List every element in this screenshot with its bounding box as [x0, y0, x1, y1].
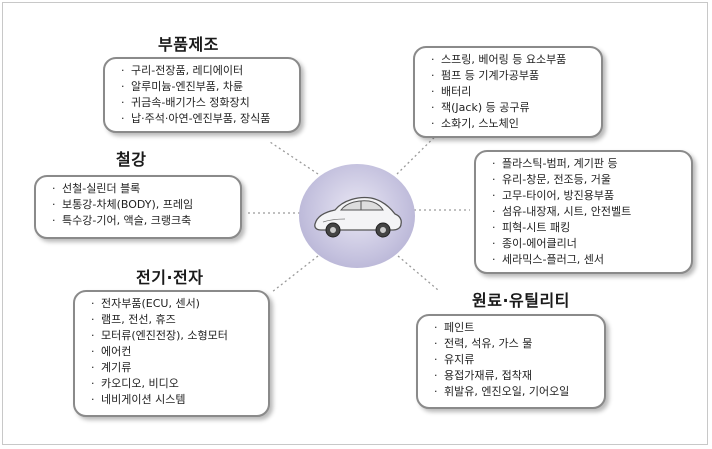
- list-item: ·모터류(엔진전장), 소형모터: [91, 329, 228, 342]
- car-icon: [314, 196, 402, 238]
- group-box-steel: ·선철-실린더 블록 ·보통강-차체(BODY), 프레임 ·특수강-기어, 액…: [34, 175, 242, 239]
- group-title-electrical-electronics: 전기·전자: [136, 268, 204, 287]
- list-item: ·휘발유, 엔진오일, 기어오일: [434, 385, 570, 398]
- group-box-electrical-electronics: ·전자부품(ECU, 센서) ·램프, 전선, 휴즈 ·모터류(엔진전장), 소…: [73, 290, 270, 417]
- list-item: ·용접가재류, 접착재: [434, 369, 532, 382]
- list-item: ·펌프 등 기계가공부품: [431, 69, 540, 82]
- group-title-steel: 철강: [116, 150, 147, 169]
- connector-parts-manufacturing: [269, 141, 319, 175]
- list-item: ·배터리: [431, 85, 472, 98]
- list-item: ·납·주석·아연-엔진부품, 장식품: [121, 112, 271, 125]
- hub-circle: [299, 164, 415, 268]
- list-item: ·종이-에어클리너: [492, 237, 577, 250]
- list-item: ·섬유-내장재, 시트, 안전벨트: [492, 205, 632, 218]
- connector-raw-utility: [397, 255, 439, 291]
- list-item: ·잭(Jack) 등 공구류: [431, 101, 530, 114]
- group-box-nonmetal-materials: ·플라스틱-범퍼, 계기판 등 ·유리-창문, 전조등, 거울 ·고무-타이어,…: [474, 150, 693, 274]
- group-box-parts-manufacturing: ·구리-전장품, 레디에이터 ·알루미늄-엔진부품, 차륜 ·귀금속-배기가스 …: [103, 57, 301, 133]
- list-item: ·알루미늄-엔진부품, 차륜: [121, 80, 244, 93]
- list-item: ·전력, 석유, 가스 물: [434, 337, 533, 350]
- list-item: ·보통강-차체(BODY), 프레임: [52, 198, 194, 211]
- list-item: ·전자부품(ECU, 센서): [91, 297, 200, 310]
- list-item: ·선철-실린더 블록: [52, 182, 141, 195]
- list-item: ·계기류: [91, 361, 132, 374]
- list-item: ·세라믹스-플러그, 센서: [492, 253, 605, 266]
- list-item: ·플라스틱-범퍼, 계기판 등: [492, 157, 618, 170]
- list-item: ·페인트: [434, 321, 475, 334]
- list-item: ·에어컨: [91, 345, 132, 358]
- list-item: ·특수강-기어, 액슬, 크랭크축: [52, 214, 192, 227]
- list-item: ·피혁-시트 패킹: [492, 221, 571, 234]
- list-item: ·유지류: [434, 353, 475, 366]
- list-item: ·스프링, 베어링 등 요소부품: [431, 53, 567, 66]
- list-item: ·고무-타이어, 방진용부품: [492, 189, 615, 202]
- connector-electrical: [271, 255, 319, 293]
- list-item: ·유리-창문, 전조등, 거울: [492, 173, 612, 186]
- list-item: ·귀금속-배기가스 정화장치: [121, 96, 250, 109]
- group-box-raw-utility: ·페인트 ·전력, 석유, 가스 물 ·유지류 ·용접가재류, 접착재 ·휘발유…: [416, 314, 606, 409]
- list-item: ·램프, 전선, 휴즈: [91, 313, 176, 326]
- list-item: ·카오디오, 비디오: [91, 377, 179, 390]
- group-box-components-tools: ·스프링, 베어링 등 요소부품 ·펌프 등 기계가공부품 ·배터리 ·잭(Ja…: [413, 46, 603, 138]
- list-item: ·네비게이션 시스템: [91, 393, 186, 406]
- list-item: ·구리-전장품, 레디에이터: [121, 64, 244, 77]
- group-title-parts-manufacturing: 부품제조: [158, 35, 219, 54]
- group-title-raw-utility: 원료·유틸리티: [472, 291, 570, 310]
- list-item: ·소화기, 스노체인: [431, 117, 519, 130]
